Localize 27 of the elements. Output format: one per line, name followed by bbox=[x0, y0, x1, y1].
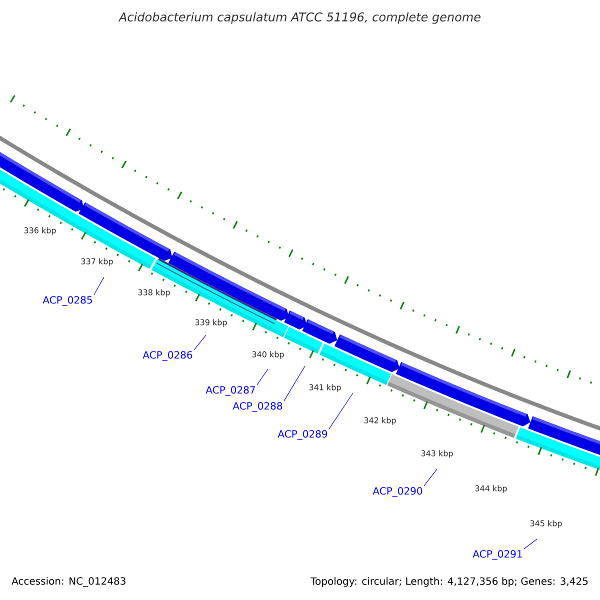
gene-label: ACP_0288 bbox=[232, 402, 282, 412]
leader-line bbox=[256, 368, 268, 386]
gene-label: ACP_0289 bbox=[278, 430, 328, 440]
leader-line bbox=[328, 392, 354, 430]
gene-label: ACP_0291 bbox=[472, 550, 522, 560]
genome-stats-note: Topology: circular; Length: 4,127,356 bp; Genes: 3,425 bbox=[310, 577, 588, 587]
scale-label: 337 kbp bbox=[81, 258, 113, 266]
leader-line bbox=[94, 276, 104, 296]
scale-label: 340 kbp bbox=[252, 351, 284, 359]
gene-label: ACP_0285 bbox=[42, 296, 92, 306]
leader-line bbox=[524, 538, 538, 550]
scale-label: 343 kbp bbox=[421, 450, 453, 458]
scale-label: 342 kbp bbox=[364, 417, 396, 425]
accession-note: Accession: NC_012483 bbox=[12, 577, 126, 587]
gene-label: ACP_0287 bbox=[206, 386, 255, 396]
leader-line bbox=[284, 366, 306, 402]
leader-line bbox=[194, 334, 206, 350]
gene-label: ACP_0286 bbox=[142, 351, 192, 361]
scale-label: 339 kbp bbox=[195, 319, 227, 327]
title: Acidobacterium capsulatum ATCC 51196, complete genome bbox=[118, 12, 480, 24]
scale-label: 338 kbp bbox=[138, 289, 170, 297]
scale-label: 345 kbp bbox=[530, 520, 562, 528]
leader-line bbox=[424, 468, 438, 486]
gene-label: ACP_0290 bbox=[372, 487, 422, 497]
scale-label: 344 kbp bbox=[475, 485, 507, 493]
scale-label: 341 kbp bbox=[309, 384, 341, 392]
scale-label: 336 kbp bbox=[24, 227, 56, 235]
